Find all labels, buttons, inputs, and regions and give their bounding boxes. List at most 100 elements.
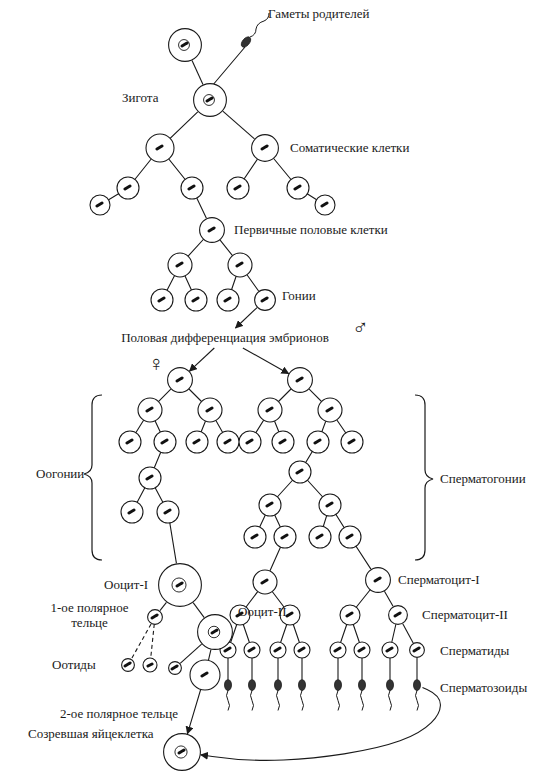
group-label: Оогонии <box>36 466 84 481</box>
cell-node: 2-ое полярное тельце <box>168 661 182 675</box>
cell-label: ♀ <box>148 352 165 376</box>
lineage-connector <box>131 624 151 659</box>
cell-node: Ооцит-II <box>197 614 233 650</box>
cell-shape <box>411 679 423 691</box>
cell-outline <box>148 610 163 625</box>
lineage-connector <box>416 658 417 679</box>
cell-node: Сперматиды <box>409 642 425 658</box>
cell-node: Оотиды <box>121 658 135 672</box>
cell-node: Сперматоцит-II <box>388 605 408 625</box>
chromosome <box>172 666 177 669</box>
chromosome <box>414 648 419 651</box>
cell-outline <box>164 734 201 771</box>
cell-shape <box>193 83 227 117</box>
cell-shape <box>388 605 408 625</box>
cell-outline <box>255 290 276 311</box>
cell-outline <box>122 659 135 672</box>
cell-label: Ооцит-II <box>238 604 286 619</box>
cell-outline <box>168 368 193 393</box>
cell-outline <box>288 368 313 393</box>
lineage-connector <box>236 308 257 328</box>
cell-outline <box>200 218 225 243</box>
cell-shape <box>168 661 182 675</box>
lineage-connector <box>384 591 393 606</box>
bracket <box>415 395 433 560</box>
cell-shape <box>158 563 202 607</box>
cell-node: Первичные половые клетки <box>199 217 225 243</box>
chromosome <box>177 583 182 586</box>
cell-label: ♂ <box>352 316 369 340</box>
cell-label: 2-ое полярное тельце <box>60 706 178 721</box>
lineage-connector <box>243 348 289 374</box>
group-label: Сперматогонии <box>440 471 526 486</box>
cell-outline <box>410 643 425 658</box>
cell-node: Гаметы родителей <box>168 28 202 62</box>
lineage-connector <box>180 644 201 663</box>
cell-outline <box>194 84 227 117</box>
cell-outline <box>169 29 202 62</box>
cell-shape <box>147 609 163 625</box>
cell-nucleus <box>172 578 186 592</box>
cell-shape <box>167 367 193 393</box>
cell-shape <box>365 567 391 593</box>
chromosome <box>395 613 400 616</box>
cell-node: Созревшая яйцеклетка <box>163 733 201 771</box>
cell-nucleus <box>179 40 190 51</box>
chromosome <box>209 228 214 231</box>
cell-nucleus <box>204 95 215 106</box>
cell-label: Созревшая яйцеклетка <box>28 726 154 741</box>
cell-node: ♂ <box>287 367 313 393</box>
lineage-connector <box>160 112 206 218</box>
cell-outline <box>389 606 408 625</box>
lineage-connector <box>403 624 413 643</box>
cell-node: ♀ <box>167 367 193 393</box>
cell-label: Сперматоцит-II <box>422 607 508 622</box>
cell-shape <box>254 289 276 311</box>
cell-outline <box>366 568 391 593</box>
cell-node: Гонии <box>254 289 276 311</box>
parent-sperm-tail <box>250 13 269 37</box>
bracket <box>84 395 102 560</box>
cell-outline <box>159 564 202 607</box>
lineage-connector <box>223 111 255 139</box>
cell-shape <box>168 28 202 62</box>
chromosome <box>207 98 212 101</box>
cell-nuclei <box>97 146 392 676</box>
cell-shape <box>121 658 135 672</box>
cell-label: Гонии <box>282 288 316 303</box>
cell-node: Сперматоцит-I <box>365 567 391 593</box>
lineage-connector <box>190 348 215 371</box>
cell-label: Первичные половые клетки <box>234 222 388 237</box>
sperm-head <box>414 680 421 691</box>
cell-shape <box>287 367 313 393</box>
sperm-cell: Сперматозоиды <box>411 679 423 691</box>
chromosome <box>152 615 157 618</box>
chromosome <box>262 298 267 301</box>
lineage-connector <box>193 603 204 618</box>
cell-node: Соматические клетки <box>251 134 279 162</box>
cell-label: Гаметы родителей <box>268 6 370 21</box>
cell-node: Ооцит-I <box>158 563 202 607</box>
cell-nucleus <box>208 626 220 638</box>
cell-outline <box>198 615 233 650</box>
sperm-tails <box>227 691 392 711</box>
cell-shape <box>163 733 201 771</box>
cell-label: Ооцит-I <box>104 577 148 592</box>
cell-outline <box>252 135 279 162</box>
stage-heading: Половая дифференциация эмбрионов <box>105 330 345 345</box>
chromosome <box>375 578 380 581</box>
cell-label: Сперматоцит-I <box>398 572 480 587</box>
cell-label: Сперматиды <box>440 643 509 658</box>
lineage-connector <box>160 602 167 610</box>
chromosome <box>125 663 130 666</box>
chromosome <box>212 630 217 633</box>
lineage-connector <box>192 60 203 84</box>
stage-band: Половая дифференциация эмбрионов <box>105 328 345 348</box>
cell-shape <box>199 217 225 243</box>
cell-label: Сперматозоиды <box>440 680 527 695</box>
cell-label: Оотиды <box>52 657 96 672</box>
cell-shape <box>197 614 233 650</box>
cell-shape <box>409 642 425 658</box>
